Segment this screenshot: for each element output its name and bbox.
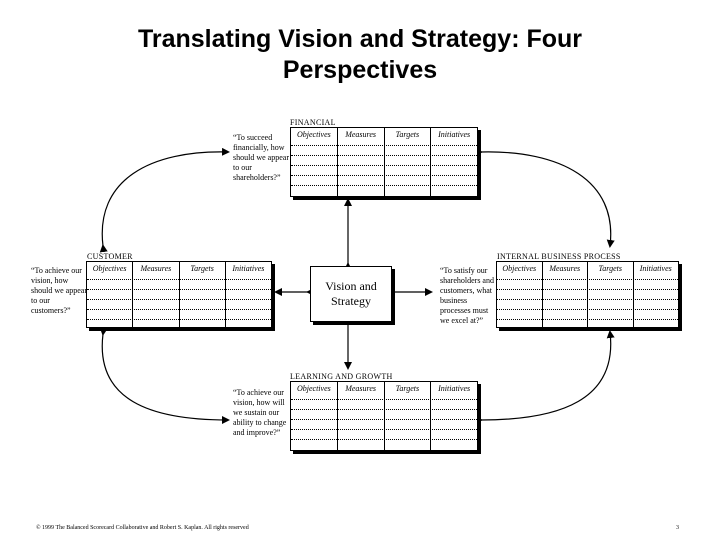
- column-header: Initiatives: [639, 264, 672, 273]
- column-header: Targets: [395, 130, 420, 139]
- vision-strategy-box: Vision and Strategy: [310, 266, 392, 322]
- column-initiatives: Initiatives: [226, 262, 271, 327]
- customer-label: CUSTOMER: [87, 252, 133, 261]
- column-header: Objectives: [296, 384, 331, 393]
- arrow-arc-customer-learning: [99, 327, 230, 424]
- column-header: Measures: [140, 264, 172, 273]
- column-header: Measures: [345, 130, 377, 139]
- column-header: Objectives: [502, 264, 537, 273]
- financial-table: Objectives Measures Targets Initiatives: [290, 127, 478, 197]
- title-line-2: Perspectives: [282, 56, 438, 84]
- column-targets: Targets: [588, 262, 634, 327]
- learning-table: Objectives Measures Targets Initiatives: [290, 381, 478, 451]
- table-rows: [291, 399, 477, 449]
- column-measures: Measures: [338, 128, 385, 196]
- page-number: 3: [676, 525, 679, 531]
- column-header: Objectives: [92, 264, 127, 273]
- column-header: Initiatives: [438, 130, 471, 139]
- center-line-2: Strategy: [330, 294, 371, 308]
- center-line-1: Vision and: [325, 279, 377, 293]
- column-header: Initiatives: [438, 384, 471, 393]
- column-header: Measures: [549, 264, 581, 273]
- column-initiatives: Initiatives: [431, 382, 477, 450]
- column-initiatives: Initiatives: [634, 262, 679, 327]
- column-measures: Measures: [338, 382, 385, 450]
- column-targets: Targets: [180, 262, 226, 327]
- column-objectives: Objectives: [291, 128, 338, 196]
- column-header: Targets: [598, 264, 622, 273]
- arrow-arc-learning-internal: [474, 330, 615, 425]
- table-rows: [291, 145, 477, 195]
- column-objectives: Objectives: [497, 262, 543, 327]
- column-measures: Measures: [133, 262, 180, 327]
- internal-label: INTERNAL BUSINESS PROCESS: [497, 252, 621, 261]
- slide-title: Translating Vision and Strategy: Four Pe…: [0, 24, 720, 86]
- column-objectives: Objectives: [87, 262, 134, 327]
- internal-question: “To satisfy our shareholders and custome…: [440, 266, 497, 326]
- column-targets: Targets: [385, 128, 432, 196]
- column-header: Targets: [395, 384, 420, 393]
- internal-table: Objectives Measures Targets Initiatives: [496, 261, 679, 328]
- column-header: Measures: [345, 384, 377, 393]
- column-header: Objectives: [296, 130, 331, 139]
- table-rows: [87, 279, 271, 329]
- column-measures: Measures: [543, 262, 588, 327]
- column-header: Targets: [190, 264, 214, 273]
- column-targets: Targets: [385, 382, 432, 450]
- learning-label: LEARNING AND GROWTH: [290, 372, 393, 381]
- customer-table: Objectives Measures Targets Initiatives: [86, 261, 272, 328]
- arrow-arc-customer-financial: [99, 147, 230, 253]
- customer-question: “To achieve our vision, how should we ap…: [31, 266, 87, 316]
- learning-question: “To achieve our vision, how will we sust…: [233, 388, 291, 438]
- table-rows: [497, 279, 678, 329]
- arrow-arc-financial-internal: [474, 148, 615, 248]
- column-header: Initiatives: [232, 264, 265, 273]
- financial-label: FINANCIAL: [290, 118, 336, 127]
- column-objectives: Objectives: [291, 382, 338, 450]
- title-line-1: Translating Vision and Strategy: Four: [137, 25, 583, 53]
- column-initiatives: Initiatives: [431, 128, 477, 196]
- copyright-footer: © 1999 The Balanced Scorecard Collaborat…: [36, 525, 249, 531]
- financial-question: “To succeed financially, how should we a…: [233, 133, 291, 183]
